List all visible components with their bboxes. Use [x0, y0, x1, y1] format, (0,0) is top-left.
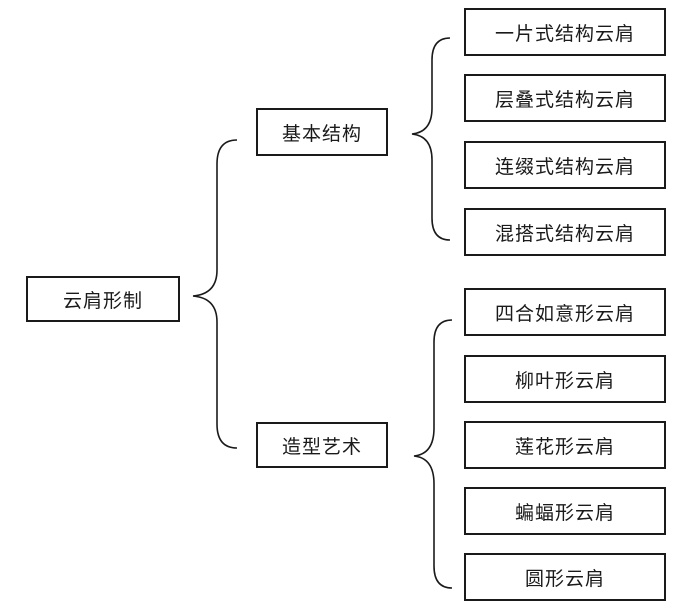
root-brace [192, 139, 238, 449]
root-node: 云肩形制 [26, 276, 180, 322]
leaf-node: 混搭式结构云肩 [464, 208, 666, 256]
leaf-label: 四合如意形云肩 [494, 302, 635, 325]
branch-label: 造型艺术 [281, 435, 362, 458]
branch-brace-shape [413, 319, 453, 589]
leaf-label: 圆形云肩 [524, 567, 605, 590]
leaf-node: 连缀式结构云肩 [464, 141, 666, 189]
leaf-label: 蝙蝠形云肩 [514, 501, 615, 524]
branch-node-shape: 造型艺术 [256, 422, 388, 468]
leaf-node: 四合如意形云肩 [464, 288, 666, 336]
leaf-label: 连缀式结构云肩 [494, 155, 635, 178]
leaf-label: 柳叶形云肩 [514, 369, 615, 392]
branch-node-structure: 基本结构 [256, 108, 388, 156]
leaf-node: 蝙蝠形云肩 [464, 487, 666, 535]
leaf-node: 一片式结构云肩 [464, 8, 666, 56]
leaf-label: 莲花形云肩 [514, 435, 615, 458]
leaf-node: 圆形云肩 [464, 553, 666, 601]
branch-label: 基本结构 [281, 122, 362, 145]
leaf-node: 柳叶形云肩 [464, 355, 666, 403]
leaf-node: 层叠式结构云肩 [464, 74, 666, 122]
branch-brace-structure [411, 37, 451, 241]
leaf-node: 莲花形云肩 [464, 421, 666, 469]
leaf-label: 层叠式结构云肩 [494, 88, 635, 111]
leaf-label: 一片式结构云肩 [494, 22, 635, 45]
leaf-label: 混搭式结构云肩 [494, 222, 635, 245]
root-label: 云肩形制 [62, 289, 143, 312]
